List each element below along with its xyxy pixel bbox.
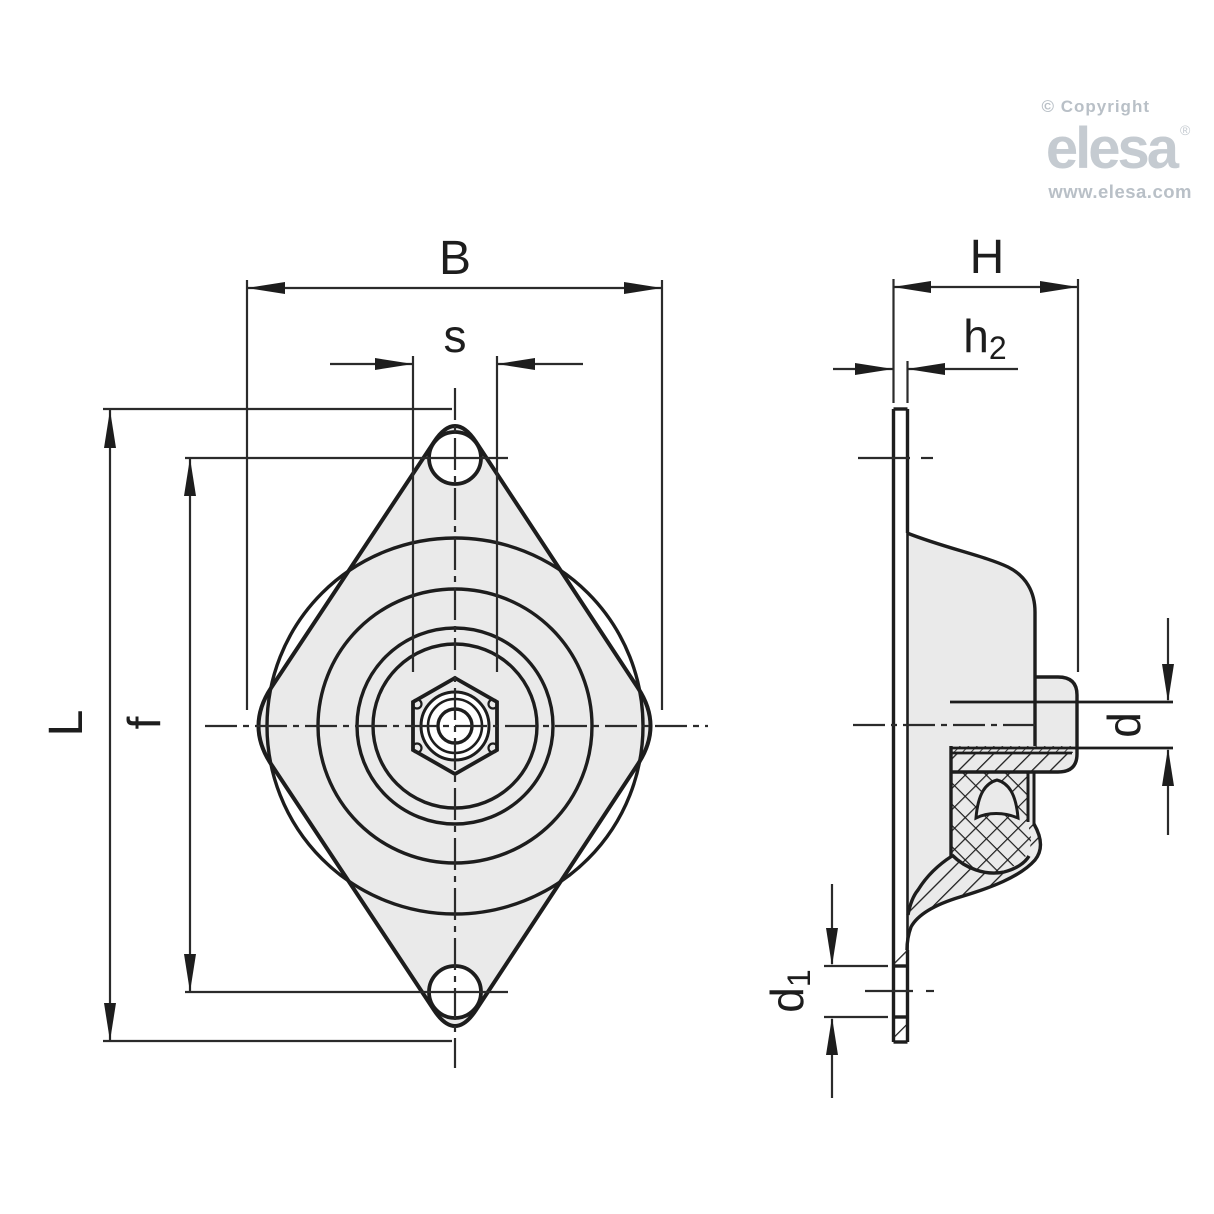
dim-label-H: H: [970, 231, 1005, 284]
arrowhead: [497, 358, 535, 370]
branding: © Copyright elesa ® www.elesa.com: [1041, 97, 1192, 202]
flange-plate: [893, 409, 908, 1042]
dim-label-h2: h2: [963, 310, 1006, 366]
elesa-logo: elesa: [1046, 116, 1180, 181]
arrowhead: [855, 363, 893, 375]
front-dimensions: [103, 280, 664, 1043]
skin-band-hatch: [907, 824, 1041, 950]
band-outer-curve: [905, 823, 1043, 951]
side-outlines: [905, 531, 1079, 951]
arrowhead: [184, 458, 196, 496]
hex-corner-arc: [487, 698, 499, 710]
hex-corner-arc: [411, 698, 423, 710]
boss-outline: [950, 675, 1079, 774]
washer-fine-hatch: [950, 746, 1073, 753]
side-dimensions: [824, 279, 1174, 1098]
hex-corner-arc: [487, 742, 499, 754]
band-inner-curve: [906, 854, 953, 916]
dim-label-f: f: [118, 716, 170, 729]
dim-label-L: L: [40, 710, 93, 737]
block-bottom-curve: [950, 853, 1031, 875]
dim-label-s: s: [444, 310, 467, 362]
arrowhead: [104, 1003, 116, 1041]
arrowhead: [104, 410, 116, 448]
arrowhead: [1162, 748, 1174, 786]
dimension-labels: B s H h2 L f d d1: [40, 231, 1150, 1013]
dim-label-d1: d1: [761, 969, 817, 1012]
arrowhead: [1162, 664, 1174, 702]
registered-icon: ®: [1180, 122, 1191, 138]
side-view: [853, 407, 1173, 1044]
plate-hatch-lower: [893, 1017, 908, 1042]
copyright-text: © Copyright: [1041, 97, 1150, 116]
arrowhead: [826, 928, 838, 966]
arrowhead: [624, 282, 662, 294]
front-view: [205, 388, 708, 1068]
arrowhead: [826, 1017, 838, 1055]
arrowhead: [375, 358, 413, 370]
plate-hatch-upper: [893, 946, 908, 966]
arrowhead: [1040, 281, 1078, 293]
rubber-notch: [974, 778, 1020, 821]
arrowhead: [907, 363, 945, 375]
hex-corner-arc: [411, 742, 423, 754]
arrowhead: [247, 282, 285, 294]
arrowhead: [893, 281, 931, 293]
dim-label-d: d: [1098, 712, 1150, 738]
website-text: www.elesa.com: [1047, 181, 1192, 202]
washer-hatch: [950, 753, 1072, 772]
body-profile-curve: [906, 531, 1037, 677]
arrowhead: [184, 954, 196, 992]
dim-label-B: B: [439, 232, 471, 285]
